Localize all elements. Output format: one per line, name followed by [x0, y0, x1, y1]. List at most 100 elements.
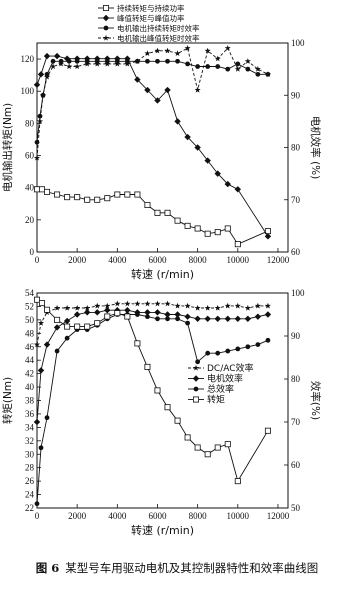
data-point: [214, 229, 221, 236]
data-point: [114, 310, 121, 317]
data-point: [234, 302, 241, 309]
data-point: [134, 300, 141, 307]
data-point: [94, 320, 101, 327]
data-point: [84, 323, 91, 330]
y-tick-label: 20: [25, 215, 35, 225]
data-point: [144, 201, 151, 208]
y2-axis-label: 效率(%): [309, 381, 322, 420]
data-point: [164, 300, 171, 307]
data-point: [104, 302, 111, 309]
data-point: [54, 191, 61, 198]
data-point: [104, 307, 111, 314]
x-tick-label: 0: [35, 255, 40, 265]
data-point: [184, 45, 191, 51]
data-point: [37, 367, 45, 374]
y2-tick-label: 100: [291, 288, 305, 298]
data-point: [104, 313, 111, 320]
legend-marker: [102, 14, 110, 22]
y-tick-label: 36: [25, 409, 35, 419]
x-tick-label: 4000: [108, 511, 127, 521]
data-point: [214, 170, 221, 177]
data-point: [195, 64, 201, 69]
data-point: [37, 71, 45, 78]
data-point: [94, 302, 101, 309]
data-point: [264, 427, 271, 434]
data-point: [184, 222, 191, 229]
data-point: [234, 241, 241, 248]
data-point: [94, 309, 101, 316]
data-point: [34, 186, 41, 193]
data-point: [58, 60, 65, 67]
data-point: [224, 180, 231, 188]
data-point: [194, 86, 201, 93]
data-point: [195, 359, 201, 365]
x-tick-label: 8000: [189, 511, 208, 521]
data-point: [194, 315, 201, 322]
y-tick-label: 38: [25, 396, 35, 406]
data-point: [254, 65, 261, 72]
legend-label: 电机效率: [207, 373, 243, 385]
data-point: [104, 55, 111, 62]
data-point: [66, 63, 73, 70]
x-tick-label: 12000: [267, 511, 290, 521]
y-tick-label: 80: [25, 118, 35, 128]
data-point: [174, 302, 181, 309]
data-point: [164, 47, 171, 54]
data-point: [39, 186, 46, 193]
legend-marker: [192, 364, 200, 371]
y2-tick-label: 70: [291, 195, 301, 205]
x-tick-label: 2000: [68, 511, 87, 521]
y-axis-label: 电机输出转矩(Nm): [1, 103, 14, 192]
x-tick-label: 6000: [148, 255, 167, 265]
data-point: [74, 194, 81, 201]
y2-tick-label: 100: [291, 38, 305, 48]
x-tick-label: 6000: [148, 511, 167, 521]
data-point: [94, 196, 101, 203]
data-point: [224, 441, 231, 448]
legend-marker: [103, 5, 110, 11]
legend-marker: [192, 396, 199, 403]
data-point: [73, 311, 81, 318]
data-point: [185, 61, 191, 67]
data-point: [114, 55, 121, 62]
data-point: [205, 64, 211, 69]
data-point: [33, 81, 41, 88]
data-point: [185, 320, 191, 326]
data-point: [224, 45, 231, 51]
data-point: [235, 346, 241, 352]
data-point: [265, 337, 271, 343]
data-point: [244, 304, 251, 311]
x-tick-label: 12000: [267, 255, 290, 265]
data-point: [39, 92, 47, 98]
data-point: [36, 118, 44, 124]
data-point: [74, 63, 81, 70]
data-point: [165, 58, 170, 64]
data-point: [214, 444, 221, 451]
data-point: [144, 50, 151, 57]
data-point: [214, 304, 221, 311]
data-point: [245, 66, 251, 72]
data-point: [175, 58, 180, 64]
data-point: [154, 387, 161, 394]
data-point: [84, 309, 91, 316]
y-tick-label: 30: [25, 449, 35, 459]
y-tick-label: 60: [25, 151, 35, 161]
data-point: [64, 304, 71, 311]
data-point: [235, 61, 241, 67]
data-point: [214, 315, 221, 322]
series-line: [36, 314, 269, 504]
x-tick-label: 2000: [68, 255, 87, 265]
y-tick-label: 40: [25, 183, 35, 193]
legend-marker: [192, 375, 200, 382]
data-point: [204, 315, 211, 322]
data-point: [154, 309, 161, 316]
y-tick-label: 120: [21, 54, 35, 64]
y-tick-label: 34: [25, 422, 35, 432]
data-point: [174, 118, 181, 125]
data-point: [204, 47, 211, 54]
y-axis-label: 转矩(Nm): [1, 377, 14, 424]
data-point: [114, 60, 121, 67]
data-point: [134, 340, 141, 347]
data-point: [53, 52, 61, 60]
